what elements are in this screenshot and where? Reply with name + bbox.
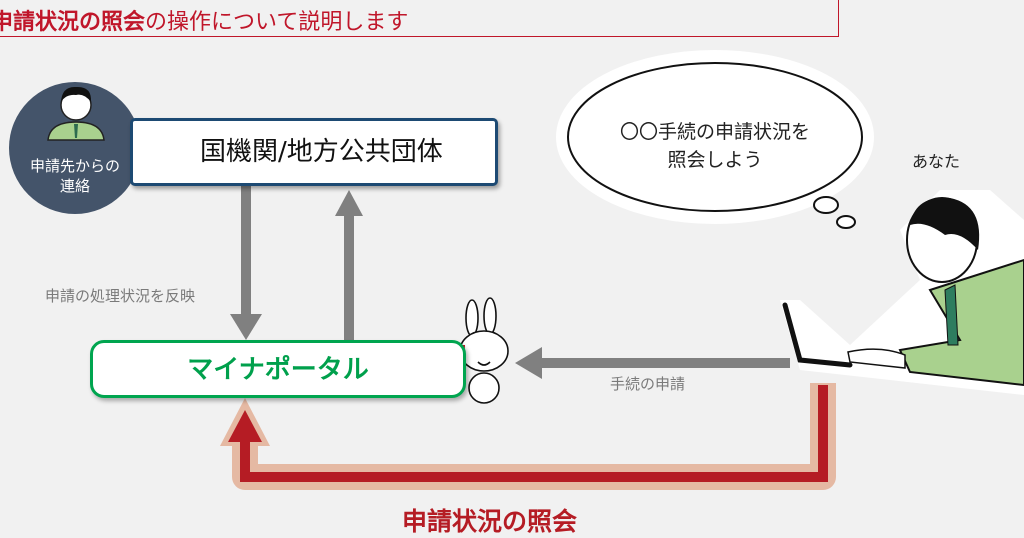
reflect-status-label: 申請の処理状況を反映 — [45, 287, 196, 305]
apply-arrow-shaft — [540, 358, 790, 368]
government-label: 国機関/地方公共団体 — [200, 137, 443, 167]
inquiry-arrow — [220, 383, 836, 490]
user-label: あなた — [912, 152, 961, 171]
mynaportal-box — [90, 340, 466, 398]
reflect-arrow-shaft — [241, 186, 251, 316]
contact-line-2: 連絡 — [59, 177, 90, 195]
title-underline — [0, 36, 838, 37]
up-arrow-head — [335, 190, 363, 216]
mynaportal-label: マイナポータル — [187, 355, 369, 385]
up-arrow-shaft — [344, 214, 354, 340]
officer-avatar-icon — [47, 86, 105, 141]
title-border — [838, 0, 839, 37]
thought-bubble — [556, 50, 874, 229]
apply-label: 手続の申請 — [610, 375, 686, 393]
contact-label: 申請先からの連絡 — [20, 156, 130, 196]
title-bold: 申請状況の照会 — [0, 10, 146, 35]
government-box — [130, 118, 498, 186]
thought-text: 〇〇手続の申請状況を照会しよう — [595, 118, 835, 174]
page-title: 申請状況の照会の操作について説明します — [0, 4, 408, 36]
thought-line-2: 照会しよう — [667, 149, 763, 171]
gray-arrows — [230, 186, 790, 379]
inquiry-label: 申請状況の照会 — [402, 507, 578, 536]
contact-line-1: 申請先からの — [29, 157, 120, 175]
title-rest: の操作について説明します — [145, 10, 409, 35]
user-illustration — [780, 190, 1024, 395]
reflect-arrow-head — [230, 314, 262, 340]
thought-line-1: 〇〇手続の申請状況を — [619, 121, 810, 143]
apply-arrow-head — [515, 347, 542, 379]
mynaportal-mascot-icon — [455, 297, 509, 404]
